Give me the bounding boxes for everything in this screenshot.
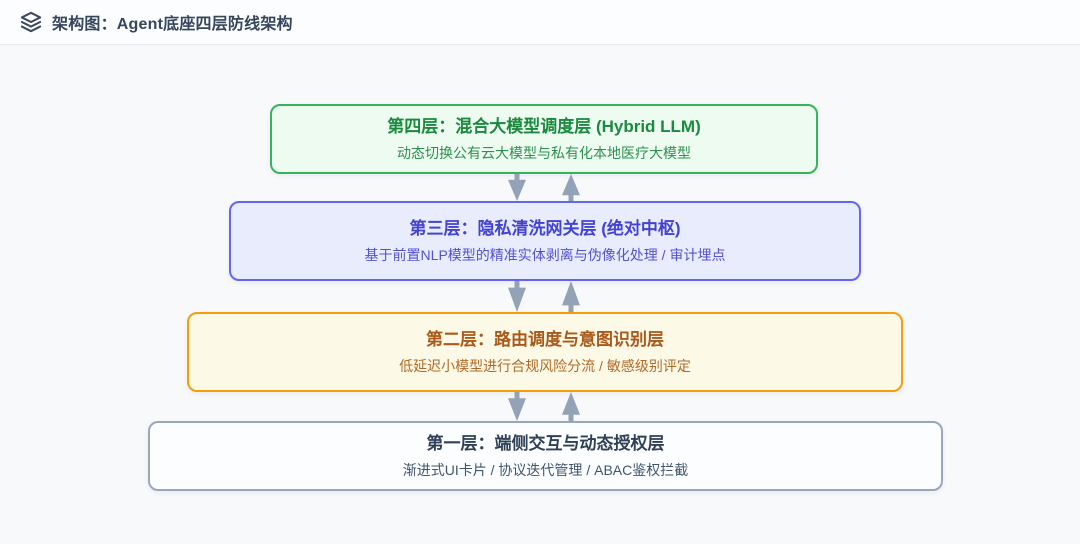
layer-card-privacy-gateway: 第三层：隐私清洗网关层 (绝对中枢) 基于前置NLP模型的精准实体剥离与伪像化处…: [229, 201, 861, 281]
layer-subtitle: 低延迟小模型进行合规风险分流 / 敏感级别评定: [399, 357, 691, 374]
layer-title: 第一层：端侧交互与动态授权层: [426, 433, 665, 453]
diagram-header: 架构图：Agent底座四层防线架构: [0, 0, 1080, 45]
layers-icon: [20, 11, 42, 33]
layer-title: 第二层：路由调度与意图识别层: [426, 329, 664, 349]
layer-card-edge-interaction: 第一层：端侧交互与动态授权层 渐进式UI卡片 / 协议迭代管理 / ABAC鉴权…: [148, 421, 943, 491]
arrow-up-icon: [562, 281, 580, 312]
layer-title: 第四层：混合大模型调度层 (Hybrid LLM): [387, 116, 701, 136]
arrow-down-icon: [508, 281, 526, 312]
arrow-pair: [507, 174, 581, 201]
layer-subtitle: 动态切换公有云大模型与私有化本地医疗大模型: [397, 144, 691, 161]
layer-card-hybrid-llm: 第四层：混合大模型调度层 (Hybrid LLM) 动态切换公有云大模型与私有化…: [270, 104, 818, 174]
layer-title: 第三层：隐私清洗网关层 (绝对中枢): [409, 218, 681, 238]
page-title: 架构图：Agent底座四层防线架构: [52, 16, 293, 33]
arrow-up-icon: [562, 392, 580, 421]
layer-subtitle: 渐进式UI卡片 / 协议迭代管理 / ABAC鉴权拦截: [402, 461, 689, 478]
layer-card-routing-intent: 第二层：路由调度与意图识别层 低延迟小模型进行合规风险分流 / 敏感级别评定: [187, 312, 903, 392]
arrow-up-icon: [562, 174, 580, 201]
arrow-pair: [507, 281, 581, 312]
layer-subtitle: 基于前置NLP模型的精准实体剥离与伪像化处理 / 审计埋点: [364, 246, 726, 263]
arrow-down-icon: [508, 174, 526, 201]
architecture-diagram: 第四层：混合大模型调度层 (Hybrid LLM) 动态切换公有云大模型与私有化…: [0, 45, 1080, 544]
arrow-pair: [507, 392, 581, 421]
arrow-down-icon: [508, 392, 526, 421]
